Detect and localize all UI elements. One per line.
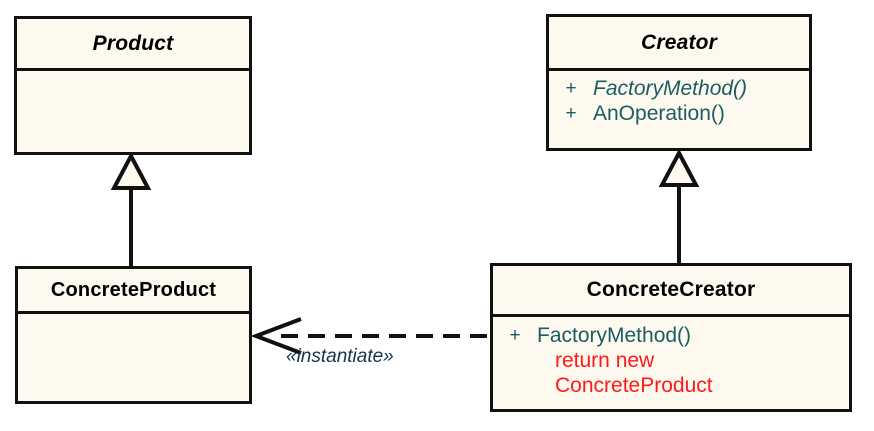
class-box-concreteproduct[interactable]: ConcreteProduct: [15, 266, 252, 404]
code-line-concreteproduct: ConcreteProduct: [555, 374, 713, 397]
visibility-marker: +: [565, 78, 577, 99]
class-name-product: Product: [17, 19, 249, 71]
member-row: + FactoryMethod(): [493, 323, 849, 348]
class-members-concretecreator: + FactoryMethod() return new ConcretePro…: [493, 317, 849, 409]
generalization-arrow-icon: [110, 152, 152, 192]
class-name-creator: Creator: [549, 17, 809, 71]
class-name-concretecreator: ConcreteCreator: [493, 266, 849, 317]
generalization-line-concretecreator-to-creator: [677, 184, 681, 265]
class-box-concretecreator[interactable]: ConcreteCreator + FactoryMethod() return…: [490, 263, 852, 412]
class-name-concreteproduct: ConcreteProduct: [18, 269, 249, 314]
dependency-open-arrowhead-icon: [252, 316, 304, 358]
code-line-return-new: return new: [555, 349, 655, 372]
member-row: + AnOperation(): [549, 101, 809, 126]
generalization-arrow-icon: [658, 149, 700, 189]
generalization-line-concreteproduct-to-product: [129, 188, 133, 268]
class-members-creator: + FactoryMethod() + AnOperation(): [549, 71, 809, 148]
member-name-factorymethod: FactoryMethod(): [537, 324, 692, 347]
class-members-product: [17, 71, 249, 152]
member-name-anoperation: AnOperation(): [593, 102, 725, 125]
class-box-creator[interactable]: Creator + FactoryMethod() + AnOperation(…: [546, 14, 812, 151]
class-box-product[interactable]: Product: [14, 16, 252, 155]
member-row: + FactoryMethod(): [549, 76, 809, 101]
visibility-marker: +: [509, 325, 521, 346]
class-members-concreteproduct: [18, 314, 249, 401]
visibility-marker: +: [565, 103, 577, 124]
dependency-stereotype-label: «instantiate»: [286, 346, 394, 367]
member-name-factorymethod: FactoryMethod(): [593, 77, 748, 100]
dependency-dashed-line: [281, 334, 492, 338]
